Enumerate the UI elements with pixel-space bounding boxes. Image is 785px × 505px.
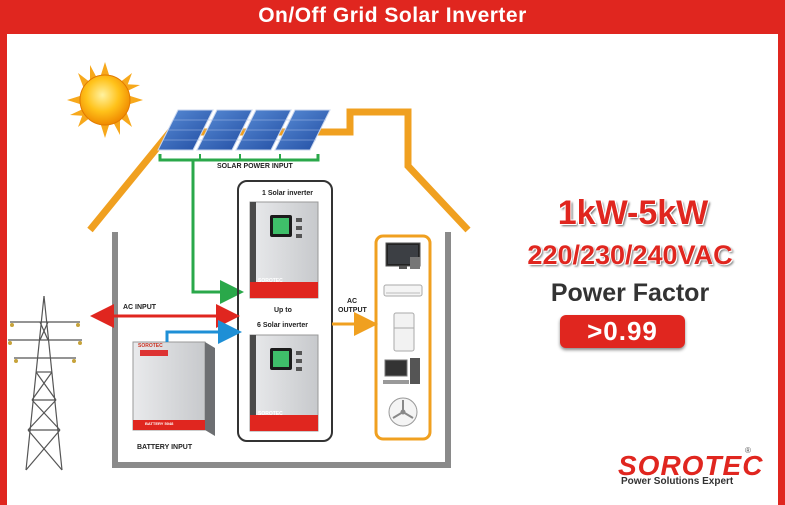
inverter-bottom-brand: SOROTEC bbox=[258, 411, 283, 417]
battery-brand: SOROTEC bbox=[138, 343, 163, 349]
tv-icon bbox=[385, 242, 421, 269]
brand-tagline: Power Solutions Expert bbox=[621, 476, 734, 487]
power-tower-icon bbox=[8, 295, 82, 471]
title-banner bbox=[0, 0, 785, 34]
right-border bbox=[778, 34, 785, 505]
ac-input-label: AC INPUT bbox=[123, 304, 157, 311]
inverter-top-label: 1 Solar inverter bbox=[262, 190, 313, 197]
brand-logo: SOROTEC bbox=[618, 450, 764, 481]
computer-icon bbox=[383, 358, 420, 384]
sun-icon bbox=[67, 62, 143, 138]
battery-unit bbox=[132, 341, 215, 436]
inverter-top bbox=[249, 201, 319, 299]
registered-mark: ® bbox=[745, 446, 751, 455]
solar-panel-array bbox=[157, 109, 331, 151]
voltage-spec: 220/230/240VAC bbox=[527, 240, 733, 270]
ac-output-label-line1: AC bbox=[347, 298, 358, 305]
refrigerator-icon bbox=[393, 312, 415, 352]
battery-input-label: BATTERY INPUT bbox=[137, 444, 193, 451]
inverter-bottom bbox=[249, 334, 319, 432]
inverter-bottom-label: 6 Solar inverter bbox=[257, 322, 308, 329]
left-border bbox=[0, 34, 7, 505]
solar-power-wire bbox=[191, 160, 244, 304]
ac-output-label-line2: OUTPUT bbox=[338, 307, 367, 314]
power-factor-label: Power Factor bbox=[550, 279, 710, 307]
power-range: 1kW-5kW bbox=[557, 194, 709, 232]
fan-icon bbox=[388, 397, 418, 427]
air-conditioner-icon bbox=[383, 284, 423, 297]
appliance-group-frame bbox=[374, 234, 432, 441]
battery-wire bbox=[165, 320, 242, 344]
inverter-top-brand: SOROTEC bbox=[258, 278, 283, 284]
battery-model: BATTERY 5048 bbox=[145, 421, 174, 426]
upto-label: Up to bbox=[274, 307, 292, 314]
page-title: On/Off Grid Solar Inverter bbox=[258, 4, 527, 27]
power-factor-value: >0.99 bbox=[587, 316, 658, 346]
power-factor-badge bbox=[560, 315, 685, 348]
solar-power-input-label: SOLAR POWER INPUT bbox=[217, 163, 293, 170]
